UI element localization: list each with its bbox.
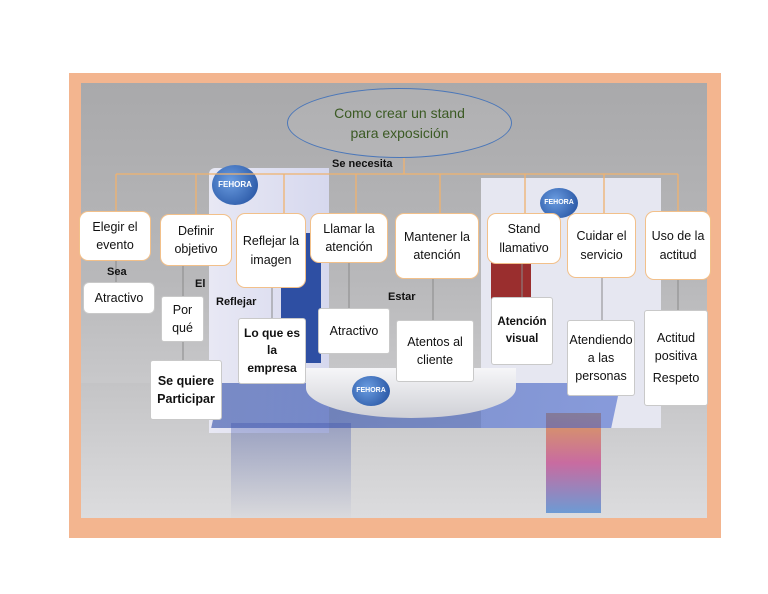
detail-respeto: Respeto [652,371,700,386]
link-reflejar: Reflejar [216,296,257,308]
detail-actitud-positiva: Actitud positiva [654,330,698,363]
stand-panel-colors [546,413,601,513]
diagram-title: Como crear un stand para exposición [287,88,512,158]
detail-lo-que-es-la-empresa: Lo que es la empresa [238,318,306,384]
branch-definir-objetivo: Definir objetivo [160,214,232,266]
detail-por-que: Por qué [161,296,204,342]
branch-mantener-atencion: Mantener la atención [395,213,479,279]
detail-atractivo-2: Atractivo [318,308,390,354]
detail-atencion-visual: Atención visual [491,297,553,365]
title-line-2: para exposición [350,125,449,141]
branch-stand-llamativo: Stand llamativo [487,213,561,264]
detail-atentos-al-cliente: Atentos al cliente [396,320,474,382]
link-sea: Sea [107,266,127,278]
branch-uso-actitud: Uso de la actitud [645,211,711,280]
connector-label: Se necesita [332,158,393,170]
branch-elegir-evento: Elegir el evento [79,211,151,261]
detail-atractivo-1: Atractivo [83,282,155,314]
detail-actitud-respeto: Actitud positiva Respeto [644,310,708,406]
fehora-logo-left: FEHORA [212,165,258,205]
link-el: El [195,278,206,290]
branch-reflejar-imagen: Reflejar la imagen [236,213,306,288]
detail-se-quiere: Se quiere [157,373,215,388]
fehora-logo-counter: FEHORA [352,376,390,406]
branch-llamar-atencion: Llamar la atención [310,213,388,263]
detail-se-quiere-participar: Se quiere Participar [150,360,222,420]
stand-reflection [231,423,351,518]
detail-participar: Participar [157,392,215,406]
title-line-1: Como crear un stand [334,104,465,121]
link-estar: Estar [388,291,416,303]
branch-cuidar-servicio: Cuidar el servicio [567,213,636,278]
detail-atendiendo-personas: Atendiendo a las personas [567,320,635,396]
